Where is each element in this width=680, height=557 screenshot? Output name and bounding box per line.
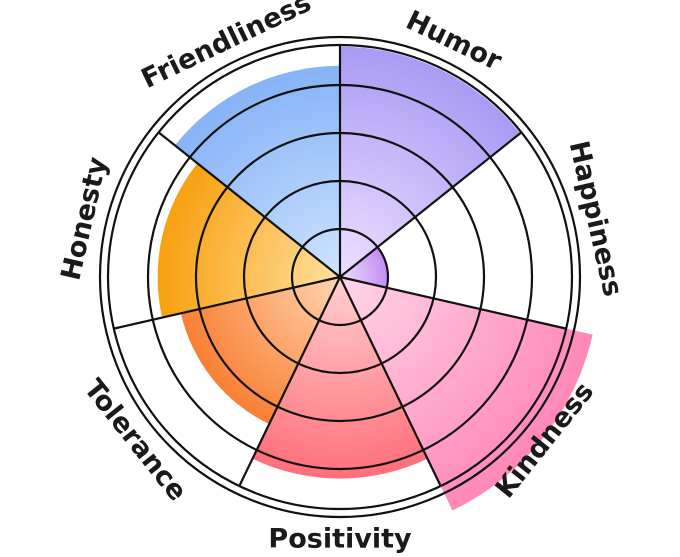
bar-humor [340,46,521,277]
label-positivity: Positivity [268,524,412,555]
bar-kindness [340,277,593,511]
grid-spoke-7 [157,131,341,278]
bar-happiness [340,247,389,288]
bar-friendliness [174,65,340,277]
grid-spoke-6 [113,275,341,330]
grid-layer [98,35,582,519]
grid-spoke-5 [238,276,341,487]
bars-layer [157,46,593,511]
bar-honesty [157,163,340,318]
grid-ring-5 [98,35,582,519]
label-honesty: Honesty [56,154,114,283]
bar-tolerance [180,277,340,425]
grid-spoke-4 [339,276,442,487]
grid-spoke-3 [339,275,567,330]
bar-positivity [252,277,428,479]
grid-spoke-2 [339,131,523,278]
